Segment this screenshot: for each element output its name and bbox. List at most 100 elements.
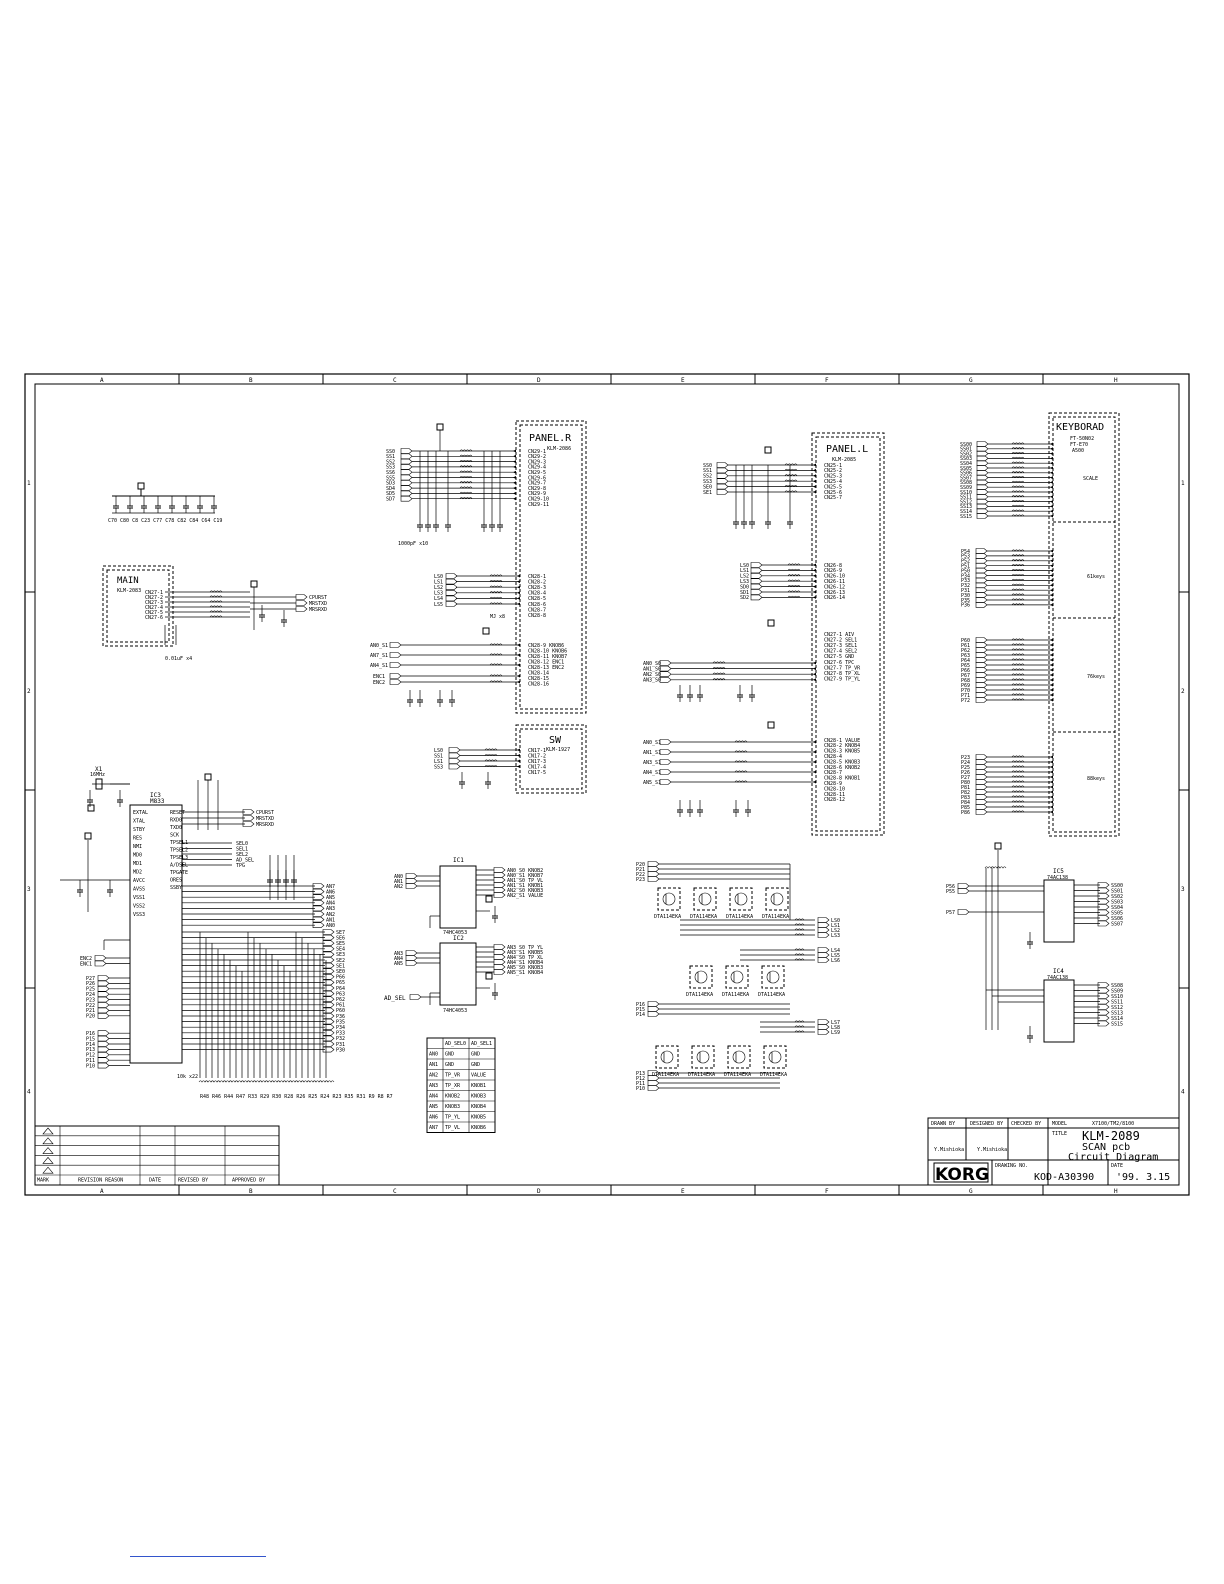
terminal: [405, 878, 418, 884]
coil: [734, 750, 748, 753]
coil: [1011, 452, 1025, 455]
terminal: [975, 784, 988, 790]
coil: [1011, 471, 1025, 474]
terminal: [1097, 998, 1110, 1005]
signal-label: P52: [961, 559, 970, 565]
terminal: [975, 759, 988, 765]
coil: [734, 760, 748, 763]
signal-label: P22: [86, 1003, 95, 1009]
signal-label: AN1: [394, 879, 403, 885]
signal-label: TPG: [236, 863, 245, 869]
row-label: 4: [27, 1089, 31, 1096]
coil: [1011, 658, 1025, 661]
signal-label: P27: [86, 976, 95, 982]
coil: [209, 595, 223, 598]
pin-arrow: [1050, 688, 1053, 692]
signal-label: SS02: [960, 451, 972, 457]
coil: [1011, 790, 1025, 793]
pin-arrow: [813, 750, 816, 754]
pin-arrow: [1050, 514, 1053, 518]
terminal: [817, 932, 830, 938]
coil: [1011, 480, 1025, 483]
signal-label: AN7_S1: [370, 653, 388, 659]
signal-label: SS13: [960, 504, 972, 510]
ic1-part: 74HC4053: [443, 930, 467, 936]
transistor-box: [763, 1045, 787, 1069]
signal-label: CPURST: [309, 595, 327, 601]
transistor-symbol: [732, 1050, 746, 1064]
coil: [1011, 500, 1025, 503]
model-label: MODEL: [1052, 1121, 1067, 1127]
coil: [484, 759, 498, 762]
signal-label: SEL1: [236, 846, 248, 852]
coil: [787, 568, 801, 571]
terminal: [493, 964, 506, 970]
pin-arrow: [1050, 603, 1053, 607]
transistor-part: DTA114EKA: [722, 992, 749, 998]
terminal: [389, 642, 402, 648]
pin-arrow: [1050, 485, 1053, 489]
coil: [1011, 810, 1025, 813]
coil: [1011, 549, 1025, 552]
terminal: [975, 562, 988, 569]
signal-label: P21: [636, 867, 645, 873]
terminal: [1097, 1004, 1110, 1010]
decoder-ic5: IC5 74AC138 SS00SS01SS02SS03SS04SS05SS06…: [1043, 868, 1123, 943]
keyboard-block: KEYBORAD FT-50N02 FT-E70 A500 SCALE 61ke…: [960, 412, 1120, 837]
terminal: [659, 677, 672, 683]
coil: [1011, 442, 1025, 445]
pin-arrow: [517, 748, 520, 752]
signal-label: P55: [946, 889, 955, 895]
signal-label: P60: [961, 638, 970, 644]
signal-label: A/DSEL: [170, 862, 188, 868]
terminal: [976, 474, 989, 481]
coil: [787, 595, 801, 598]
pin-arrow: [813, 579, 816, 583]
pin-arrow: [813, 760, 816, 764]
signal-label: SS08: [960, 480, 972, 486]
table-cell: KNOB4: [471, 1104, 486, 1110]
signal-label: CN28-12 ENC1: [528, 659, 564, 665]
title-label: TITLE: [1052, 1131, 1067, 1137]
coil: [459, 470, 473, 473]
panel-l-part: KLM-2085: [832, 457, 856, 463]
revision-triangle: [42, 1147, 54, 1154]
terminal: [322, 1002, 335, 1008]
coil: [489, 602, 503, 605]
signal-label: MD2: [133, 869, 142, 875]
signal-label: SS04: [960, 461, 972, 467]
terminal: [400, 480, 413, 486]
pin-arrow: [1050, 588, 1053, 592]
signal-label: CN25-4: [824, 479, 842, 485]
signal-label: CN28-12: [824, 797, 845, 803]
signal-label: CN28-5: [528, 596, 546, 602]
signal-label: P10: [636, 1086, 645, 1092]
signal-label: P11: [636, 1081, 645, 1087]
power-port: [482, 627, 490, 635]
coil: [1011, 485, 1025, 488]
signal-label: P34: [336, 1025, 345, 1031]
terminal: [493, 887, 506, 893]
pin-arrow: [513, 454, 516, 458]
terminal: [975, 567, 988, 574]
signal-label: P20: [86, 1014, 95, 1020]
terminal: [659, 739, 672, 745]
coil: [712, 678, 726, 681]
signal-label: SS11: [1111, 999, 1123, 1005]
signal-label: SS11: [960, 495, 972, 501]
signal-label: SS3: [434, 764, 443, 770]
signal-label: AN3_S1 KNOB5: [507, 950, 543, 956]
signal-label: P85: [961, 805, 970, 811]
signal-label: P25: [961, 765, 970, 771]
signal-label: P64: [961, 658, 970, 664]
pin-arrow: [1050, 476, 1053, 480]
signal-label: CN28-3: [528, 585, 546, 591]
title-line2: SCAN pcb: [1082, 1142, 1130, 1153]
signal-label: P62: [336, 997, 345, 1003]
terminal: [445, 601, 458, 607]
signal-label: SS1: [434, 753, 443, 759]
signal-label: SD1: [740, 590, 749, 596]
signal-label: CN29-5: [528, 470, 546, 476]
